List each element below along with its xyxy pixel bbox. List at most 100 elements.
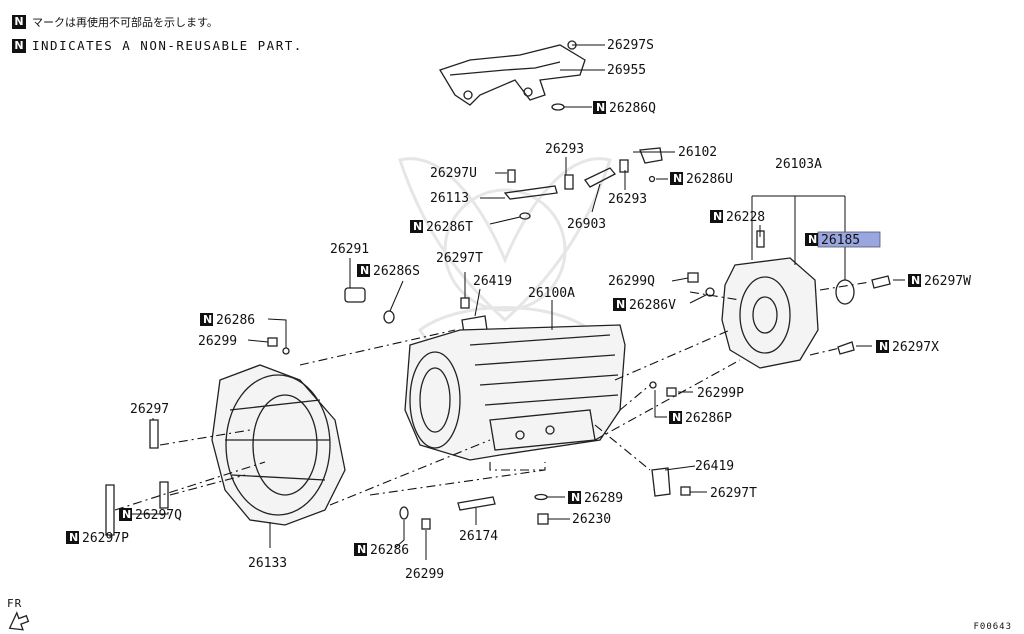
svg-text:26299Q: 26299Q xyxy=(608,274,655,289)
svg-text:26286: 26286 xyxy=(216,313,255,328)
callout-26100A[interactable]: 26100A xyxy=(528,286,575,301)
callout-26113[interactable]: 26113 xyxy=(430,191,469,206)
callout-26286-left[interactable]: N 26286 xyxy=(200,313,255,328)
svg-text:26100A: 26100A xyxy=(528,286,575,301)
svg-text:26299: 26299 xyxy=(405,567,444,582)
svg-text:26113: 26113 xyxy=(430,191,469,206)
callout-26419-bottom[interactable]: 26419 xyxy=(695,459,734,474)
callout-26291[interactable]: 26291 xyxy=(330,242,369,257)
svg-text:N: N xyxy=(616,298,625,311)
svg-text:26133: 26133 xyxy=(248,556,287,571)
figure-code: F00643 xyxy=(973,622,1012,632)
callout-26297U[interactable]: 26297U xyxy=(430,166,477,181)
callout-26299-bottom[interactable]: 26299 xyxy=(405,567,444,582)
legend-english-text: INDICATES A NON-REUSABLE PART. xyxy=(32,38,303,53)
non-reusable-mark: N xyxy=(12,15,26,29)
transmission-case-drawing xyxy=(404,324,626,461)
svg-text:N: N xyxy=(596,101,605,114)
svg-text:N: N xyxy=(360,264,369,277)
callout-26297S[interactable]: 26297S xyxy=(607,38,654,53)
callout-26185[interactable]: N 26185 xyxy=(805,233,860,248)
svg-text:26955: 26955 xyxy=(607,63,646,78)
svg-text:N: N xyxy=(571,491,580,504)
assembly-lines xyxy=(114,281,871,511)
non-reusable-mark: N xyxy=(12,38,26,53)
svg-text:26289: 26289 xyxy=(584,491,623,506)
callout-26297T-top[interactable]: 26297T xyxy=(436,251,483,266)
callout-26297Q[interactable]: N 26297Q xyxy=(119,508,182,523)
svg-text:26297T: 26297T xyxy=(436,251,483,266)
svg-text:26297: 26297 xyxy=(130,402,169,417)
callout-26297X[interactable]: N 26297X xyxy=(876,340,939,355)
svg-text:26228: 26228 xyxy=(726,210,765,225)
svg-text:26297W: 26297W xyxy=(924,274,971,289)
leader-lines xyxy=(109,44,905,560)
wire-harness-drawing xyxy=(439,40,586,111)
svg-text:26286Q: 26286Q xyxy=(609,101,656,116)
callout-26297T-bottom[interactable]: 26297T xyxy=(710,486,757,501)
callout-26286U[interactable]: N 26286U xyxy=(670,172,733,187)
svg-text:26185: 26185 xyxy=(821,233,860,248)
svg-text:N: N xyxy=(879,340,888,353)
direction-label: FR xyxy=(7,597,23,610)
callout-26286P[interactable]: N 26286P xyxy=(669,411,732,426)
callout-26102[interactable]: 26102 xyxy=(678,145,717,160)
callout-26299P[interactable]: 26299P xyxy=(697,386,744,401)
callout-26286V[interactable]: N 26286V xyxy=(613,298,676,313)
svg-text:N: N xyxy=(673,172,682,185)
callout-26230[interactable]: 26230 xyxy=(572,512,611,527)
callout-26286-bottom[interactable]: N 26286 xyxy=(354,543,409,558)
callout-26286Q[interactable]: N 26286Q xyxy=(593,101,656,116)
svg-text:N: N xyxy=(672,411,681,424)
callout-26419-top[interactable]: 26419 xyxy=(473,274,512,289)
callout-26299-left[interactable]: 26299 xyxy=(198,334,237,349)
callout-26133[interactable]: 26133 xyxy=(248,556,287,571)
svg-text:26297Q: 26297Q xyxy=(135,508,182,523)
callout-26903[interactable]: 26903 xyxy=(567,217,606,232)
svg-text:26903: 26903 xyxy=(567,217,606,232)
converter-housing-drawing xyxy=(211,364,346,526)
callout-26297[interactable]: 26297 xyxy=(130,402,169,417)
solenoid-parts-drawing xyxy=(503,147,765,248)
svg-text:N: N xyxy=(713,210,722,223)
callout-26286S[interactable]: N 26286S xyxy=(357,264,420,279)
svg-text:N: N xyxy=(413,220,422,233)
svg-text:N: N xyxy=(203,313,212,326)
svg-text:26297S: 26297S xyxy=(607,38,654,53)
svg-text:26293: 26293 xyxy=(608,192,647,207)
callout-26289[interactable]: N 26289 xyxy=(568,491,623,506)
svg-text:26286P: 26286P xyxy=(685,411,732,426)
svg-text:26286U: 26286U xyxy=(686,172,733,187)
svg-text:26174: 26174 xyxy=(459,529,498,544)
svg-text:26299P: 26299P xyxy=(697,386,744,401)
callout-26103A[interactable]: 26103A xyxy=(775,157,822,172)
svg-text:N: N xyxy=(357,543,366,556)
svg-text:26286T: 26286T xyxy=(426,220,473,235)
callout-26286T[interactable]: N 26286T xyxy=(410,220,473,235)
svg-text:26230: 26230 xyxy=(572,512,611,527)
svg-text:26297U: 26297U xyxy=(430,166,477,181)
svg-text:N: N xyxy=(808,233,817,246)
callout-26293-top[interactable]: 26293 xyxy=(545,142,584,157)
svg-text:26293: 26293 xyxy=(545,142,584,157)
callout-26955[interactable]: 26955 xyxy=(607,63,646,78)
svg-text:26297X: 26297X xyxy=(892,340,939,355)
extension-housing-drawing xyxy=(687,257,891,369)
svg-text:N: N xyxy=(69,531,78,544)
svg-text:26103A: 26103A xyxy=(775,157,822,172)
callout-26174[interactable]: 26174 xyxy=(459,529,498,544)
svg-text:26102: 26102 xyxy=(678,145,717,160)
svg-text:26286: 26286 xyxy=(370,543,409,558)
callout-26228[interactable]: N 26228 xyxy=(710,210,765,225)
callout-26299Q[interactable]: 26299Q xyxy=(608,274,655,289)
svg-text:26291: 26291 xyxy=(330,242,369,257)
legend-japanese-text: マークは再使用不可部品を示します。 xyxy=(32,16,218,29)
svg-text:26286S: 26286S xyxy=(373,264,420,279)
legend-english: N INDICATES A NON-REUSABLE PART. xyxy=(12,38,303,53)
svg-text:26286V: 26286V xyxy=(629,298,676,313)
callout-26293-mid[interactable]: 26293 xyxy=(608,192,647,207)
svg-text:N: N xyxy=(122,508,131,521)
